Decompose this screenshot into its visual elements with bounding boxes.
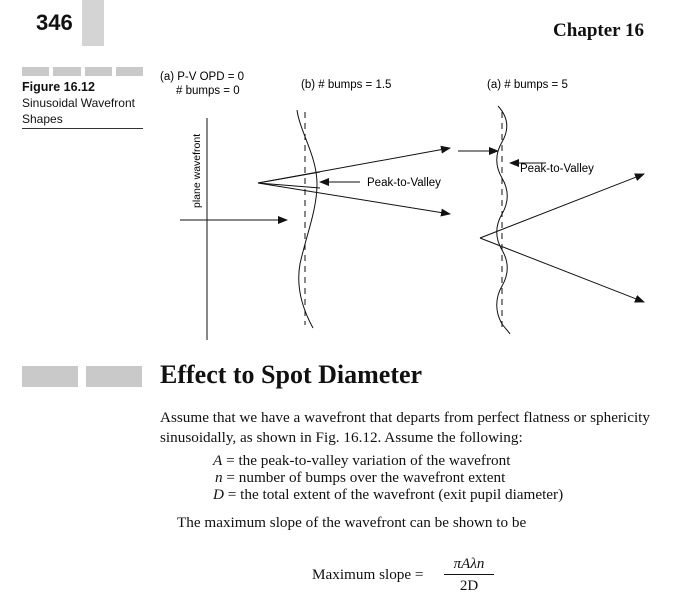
panel-c-label: (a) # bumps = 5 — [487, 79, 568, 91]
panel-b-ray-short1 — [257, 171, 321, 184]
equation-label: Maximum slope = — [312, 566, 424, 583]
figure-decor-bars — [22, 67, 143, 76]
figure-label: Figure 16.12 — [22, 80, 95, 94]
definitions-list: A = the peak-to-valley variation of the … — [213, 452, 563, 503]
panel-b-label: (b) # bumps = 1.5 — [301, 79, 391, 91]
panel-b-wavefront-curve — [296, 109, 318, 329]
definition-d: D = the total extent of the wavefront (e… — [213, 486, 564, 503]
plane-wavefront-label: plane wavefront — [191, 134, 203, 208]
panel-b-pv-label: Peak-to-Valley — [367, 177, 441, 189]
panel-c-ray-up — [479, 173, 645, 239]
section-title: Effect to Spot Diameter — [160, 360, 423, 389]
definition-a: A = the peak-to-valley variation of the … — [213, 452, 511, 469]
panel-c-pv-label: Peak-to-Valley — [520, 163, 594, 175]
wavefront-diagram: (a) P-V OPD = 0 # bumps = 0 (b) # bumps … — [160, 71, 645, 340]
figure-caption: Sinusoidal Wavefront Shapes — [22, 96, 135, 126]
panel-a-label-line2: # bumps = 0 — [176, 85, 240, 97]
body-paragraph-2: The maximum slope of the wavefront can b… — [177, 514, 527, 531]
body-paragraph-1: Assume that we have a wavefront that dep… — [160, 409, 650, 446]
definition-n: n = number of bumps over the wavefront e… — [215, 469, 506, 486]
equation-fraction-bar — [444, 574, 494, 575]
equation-fraction: πAλn 2D — [444, 555, 494, 595]
equation-numerator: πAλn — [453, 556, 485, 572]
page-number-bg — [22, 0, 82, 46]
page-number: 346 — [36, 10, 73, 35]
panel-c-wavefront-curve — [496, 105, 511, 335]
panel-a-label-line1: (a) P-V OPD = 0 — [160, 71, 244, 83]
panel-b-ray-short2 — [257, 182, 321, 189]
equation-denominator: 2D — [459, 578, 479, 594]
panel-b-ray-down — [257, 182, 451, 217]
figure-caption-rule — [22, 128, 143, 129]
panel-c-ray-down — [479, 237, 645, 303]
chapter-heading: Chapter 16 — [553, 20, 644, 41]
